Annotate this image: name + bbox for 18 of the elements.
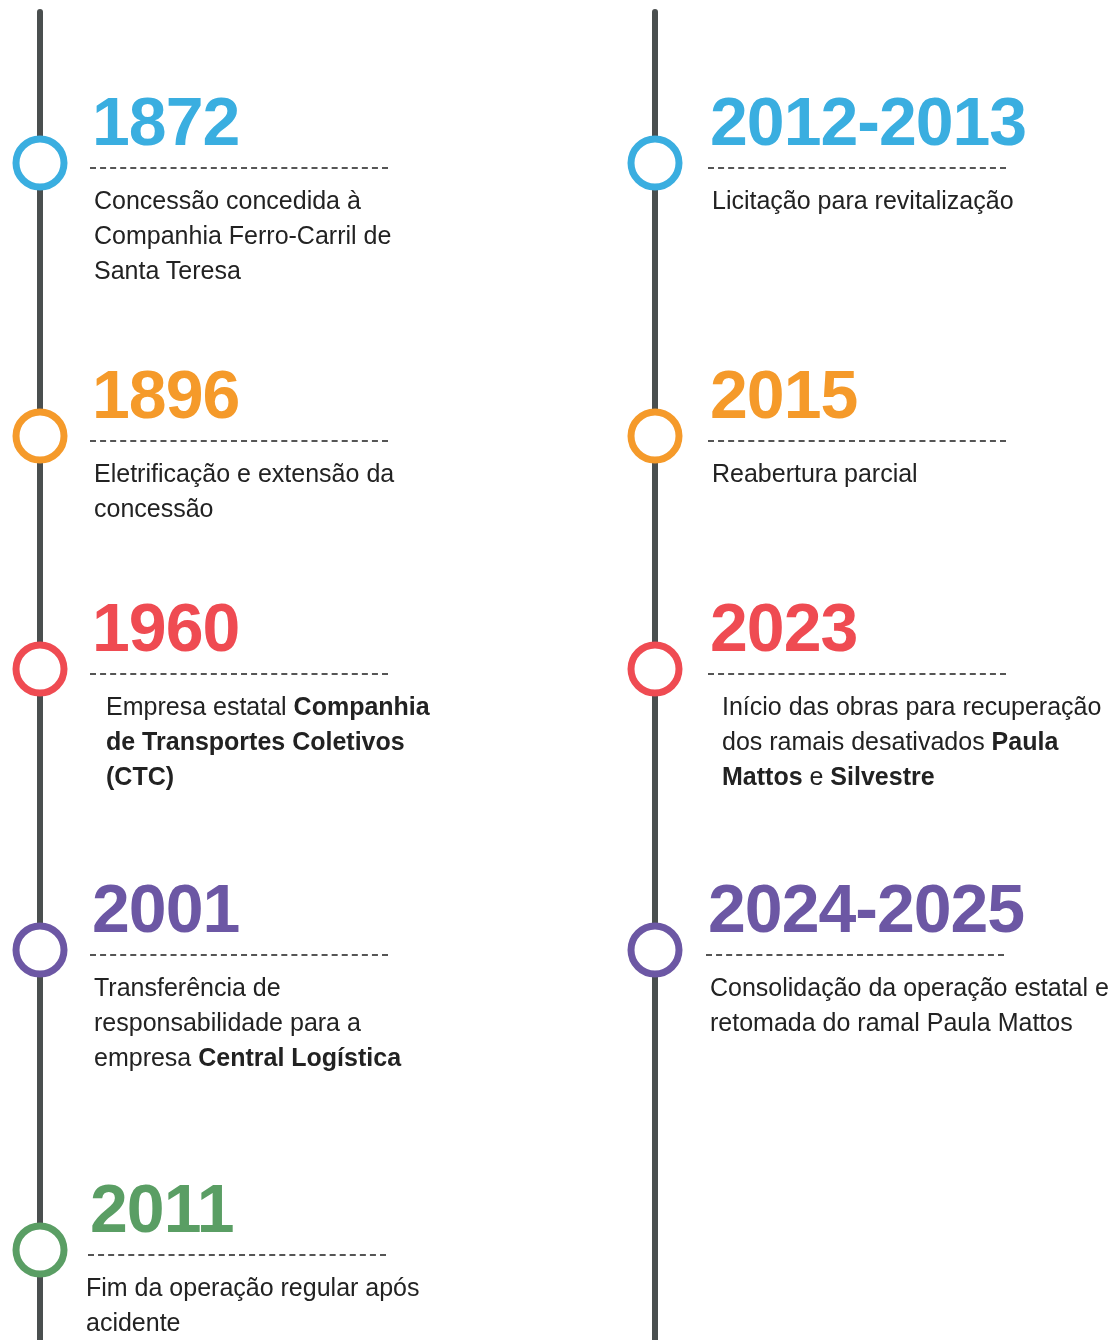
event-description: Concessão concedida à Companhia Ferro-Carril de Santa Teresa [94,185,393,286]
event-description: Transferência de responsabilidade para a empresa Central Logística [94,972,403,1073]
year-heading: 2023 [710,593,858,661]
year-heading: 1960 [92,593,240,661]
event-description: Fim da operação regular após acidente [86,1272,421,1338]
event-description: Reabertura parcial [712,458,919,489]
event-description: Início das obras para recuperação dos ramais desativados Paula Mattos e Silvestre [722,691,1103,792]
year-heading: 1896 [92,360,240,428]
year-heading: 2015 [710,360,858,428]
event-description: Consolidação da operação estatal e retomada do ramal Paula Mattos [710,972,1110,1038]
year-heading: 2001 [92,874,240,942]
event-description: Licitação para revitalização [712,185,1015,216]
event-description: Eletrificação e extensão da concessão [94,458,396,524]
year-heading: 2011 [90,1174,234,1242]
year-heading: 2012-2013 [710,87,1027,155]
year-heading: 1872 [92,87,240,155]
year-heading: 2024-2025 [708,874,1025,942]
event-description: Empresa estatal Companhia de Transportes Coletivos (CTC) [106,691,431,792]
